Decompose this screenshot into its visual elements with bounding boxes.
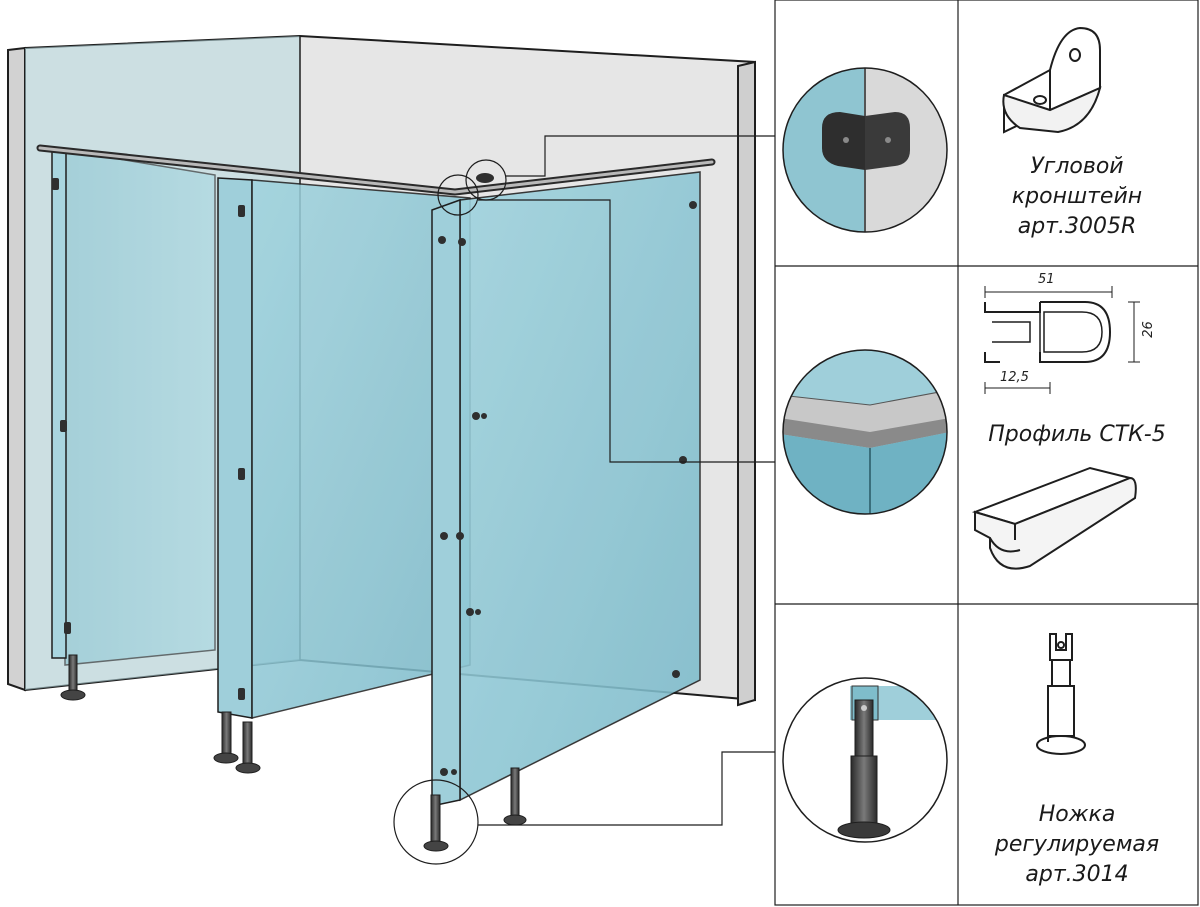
bracket-icon xyxy=(1002,26,1102,134)
profile-dim-slot: 12,5 xyxy=(1000,370,1029,385)
detail-grid xyxy=(774,0,1199,906)
highlight-corner xyxy=(437,174,479,216)
leader-lines xyxy=(478,135,775,826)
bracket-caption-line-3: арт.3005R xyxy=(1017,214,1137,239)
profile-dim-height: 26 xyxy=(1140,321,1156,338)
bracket-caption-line-1: Угловой xyxy=(1030,154,1124,179)
glass-panel-right xyxy=(459,171,701,802)
profile-caption-line: Профиль СТК-5 xyxy=(988,422,1166,447)
left-wall-edge xyxy=(7,46,26,692)
leg-caption-line-1: Ножка xyxy=(1038,802,1116,827)
leg-caption-line-2: регулируемая xyxy=(994,832,1160,857)
right-wall-edge xyxy=(737,60,756,707)
leg-icon xyxy=(1036,633,1086,755)
detail-circle-bracket xyxy=(782,67,948,233)
detail-circle-profile xyxy=(782,349,948,515)
highlight-leg xyxy=(393,779,479,865)
profile-dimension-lines xyxy=(984,286,1140,394)
glass-pilaster-front xyxy=(431,198,461,807)
profile-caption: Профиль СТК-5 xyxy=(962,420,1192,450)
top-profile-rail xyxy=(36,144,716,196)
detail-circle-leg xyxy=(782,677,948,843)
profile-section-drawing xyxy=(984,301,1112,363)
profile-dim-width: 51 xyxy=(1038,272,1055,287)
glass-pilaster-middle xyxy=(217,177,253,719)
leg-caption-line-3: арт.3014 xyxy=(1025,862,1129,887)
bracket-caption: Угловой кронштейн арт.3005R xyxy=(962,152,1192,242)
leg-caption: Ножка регулируемая арт.3014 xyxy=(962,800,1192,890)
bracket-caption-line-2: кронштейн xyxy=(1011,184,1143,209)
glass-edge-left xyxy=(51,149,67,659)
profile-3d-drawing xyxy=(971,466,1137,570)
support-legs xyxy=(60,654,527,852)
glass-panel-left xyxy=(64,149,216,666)
